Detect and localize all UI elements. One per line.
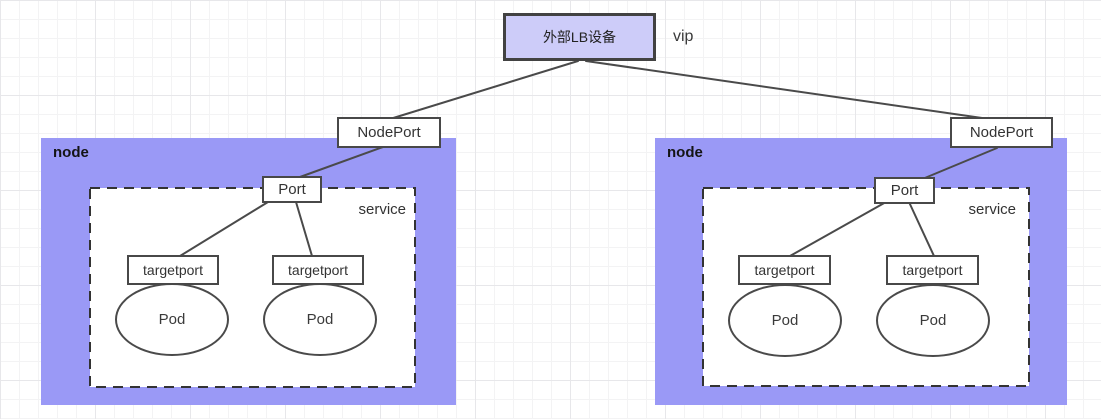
pod-shape-left-1: Pod [115, 283, 229, 356]
pod-label: Pod [771, 312, 799, 329]
edge-nodeport-to-port-right [919, 147, 998, 181]
service-label-right: service [968, 201, 1016, 218]
edge-port-to-targetport-right-1 [789, 201, 887, 257]
targetport-label: targetport [288, 262, 348, 278]
port-label: Port [890, 182, 919, 199]
nodeport-shape-left: NodePort [337, 117, 441, 148]
lb-device-label: 外部LB设备 [542, 29, 617, 45]
pod-label: Pod [306, 311, 334, 328]
targetport-shape-right-1: targetport [738, 255, 831, 285]
node-label: node [667, 144, 703, 161]
connector-lines [179, 60, 998, 257]
pod-label: Pod [919, 312, 947, 329]
targetport-shape-left-2: targetport [272, 255, 364, 285]
pod-shape-right-1: Pod [728, 284, 842, 357]
edge-nodeport-to-port-left [299, 146, 384, 178]
pod-shape-right-2: Pod [876, 284, 990, 357]
edge-lb-to-nodeport-left [389, 60, 579, 120]
edge-port-to-targetport-right-2 [908, 201, 935, 257]
targetport-label: targetport [902, 262, 963, 278]
targetport-shape-left-1: targetport [127, 255, 219, 285]
port-shape-right: Port [874, 177, 935, 204]
edge-port-to-targetport-left-2 [295, 201, 313, 257]
nodeport-shape-right: NodePort [950, 117, 1053, 148]
vip-text: vip [673, 28, 694, 45]
lb-device-shape: 外部LB设备 [503, 13, 656, 61]
service-label-left: service [358, 201, 406, 218]
targetport-label: targetport [143, 262, 203, 278]
pod-shape-left-2: Pod [263, 283, 377, 356]
edge-lb-to-nodeport-right [585, 60, 997, 121]
node-label: node [53, 144, 89, 161]
nodeport-label: NodePort [969, 124, 1034, 141]
port-shape-left: Port [262, 176, 322, 203]
port-label: Port [278, 181, 306, 198]
edge-port-to-targetport-left-1 [179, 201, 269, 257]
targetport-label: targetport [754, 262, 815, 278]
service-group-right [702, 187, 1030, 387]
targetport-shape-right-2: targetport [886, 255, 979, 285]
pod-label: Pod [158, 311, 186, 328]
nodeport-label: NodePort [357, 124, 421, 141]
